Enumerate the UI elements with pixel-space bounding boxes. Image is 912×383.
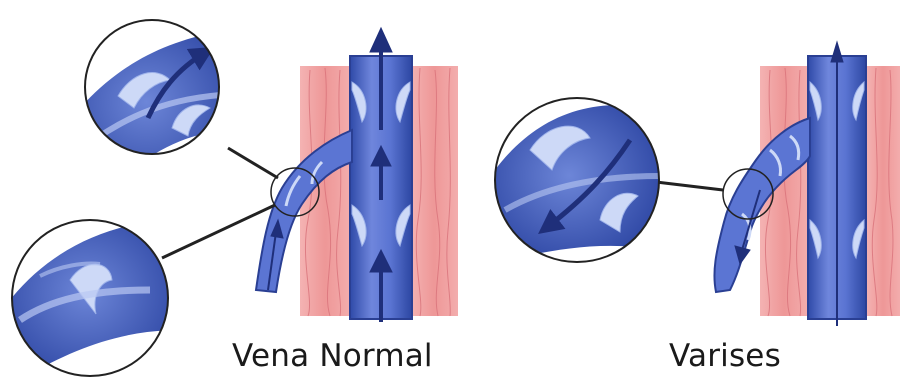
normal-zoom-valve-open bbox=[70, 20, 240, 190]
normal-zoom-valve-closed bbox=[10, 220, 180, 380]
varicose-vein-label: Varises bbox=[669, 338, 781, 374]
normal-vein-label: Vena Normal bbox=[232, 338, 433, 374]
connector-line bbox=[162, 205, 275, 258]
varicose-vein-group bbox=[495, 42, 900, 326]
normal-vein-group bbox=[10, 20, 458, 380]
varicose-zoom-valve-failing bbox=[495, 98, 660, 262]
connector-line bbox=[228, 148, 278, 178]
connector-line bbox=[656, 182, 723, 190]
